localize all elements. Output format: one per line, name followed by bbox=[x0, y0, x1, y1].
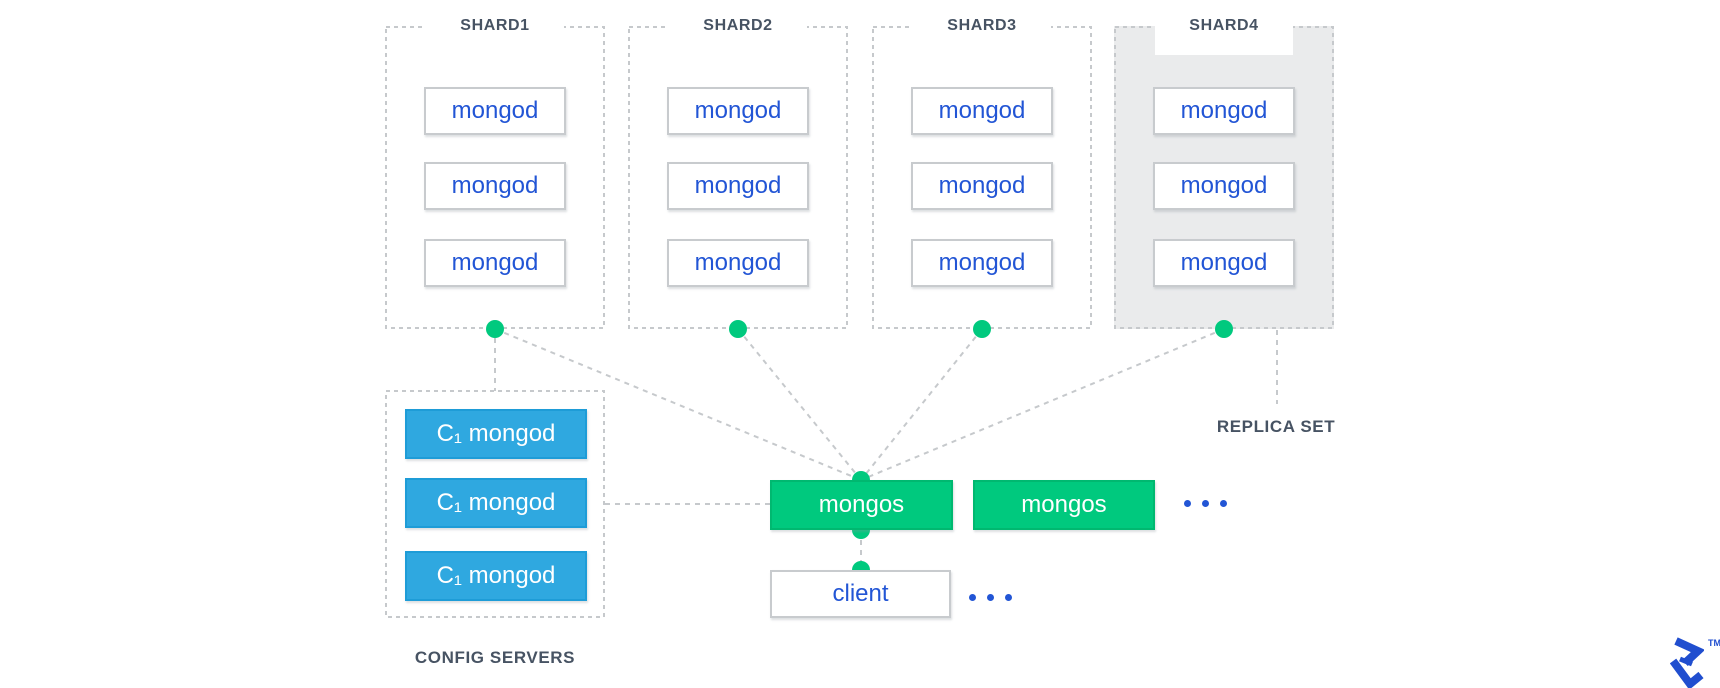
config-servers-group: C₁ mongod C₁ mongod C₁ mongod bbox=[385, 390, 605, 618]
mongos-router-node: mongos bbox=[770, 480, 953, 530]
shard3-label: SHARD3 bbox=[913, 13, 1051, 39]
mongod-node: mongod bbox=[1153, 162, 1295, 210]
shard4-label: SHARD4 bbox=[1155, 13, 1293, 55]
mongod-node: mongod bbox=[424, 162, 566, 210]
config-mongod-node: C₁ mongod bbox=[405, 478, 587, 528]
ellipsis-dot bbox=[1005, 594, 1012, 601]
ellipsis-dot bbox=[1220, 500, 1227, 507]
replica-set-caption: REPLICA SET bbox=[1216, 417, 1336, 436]
ellipsis-dot bbox=[987, 594, 994, 601]
mongod-node: mongod bbox=[1153, 239, 1295, 287]
brand-mark: TM bbox=[1670, 636, 1720, 688]
mongod-node: mongod bbox=[667, 162, 809, 210]
config-servers-caption: CONFIG SERVERS bbox=[414, 648, 576, 667]
config-mongod-node: C₁ mongod bbox=[405, 551, 587, 601]
ellipsis-dot bbox=[969, 594, 976, 601]
client-node: client bbox=[770, 570, 951, 618]
shard4-to-mongos-line bbox=[860, 328, 1225, 481]
shard2-label: SHARD2 bbox=[669, 13, 807, 39]
mongod-node: mongod bbox=[911, 239, 1053, 287]
ellipsis-dot bbox=[1202, 500, 1209, 507]
mongod-node: mongod bbox=[911, 162, 1053, 210]
shard3-to-mongos-line bbox=[860, 328, 983, 481]
config-mongod-node: C₁ mongod bbox=[405, 409, 587, 459]
shard1-label: SHARD1 bbox=[426, 13, 564, 39]
shard-group-2: SHARD2 mongod mongod mongod bbox=[628, 13, 848, 329]
shard-group-3: SHARD3 mongod mongod mongod bbox=[872, 13, 1092, 329]
mongod-node: mongod bbox=[1153, 87, 1295, 135]
mongos-router-node: mongos bbox=[973, 480, 1155, 530]
shard-group-1: SHARD1 mongod mongod mongod bbox=[385, 13, 605, 329]
config-servers-dashed-border bbox=[385, 390, 605, 618]
toptal-logo-icon bbox=[1670, 637, 1704, 688]
mongod-node: mongod bbox=[424, 239, 566, 287]
shard2-to-mongos-line bbox=[737, 328, 862, 481]
mongod-node: mongod bbox=[424, 87, 566, 135]
more-routers-ellipsis-icon bbox=[1184, 500, 1227, 507]
ellipsis-dot bbox=[1184, 500, 1191, 507]
mongod-node: mongod bbox=[667, 87, 809, 135]
more-clients-ellipsis-icon bbox=[969, 594, 1012, 601]
trademark-symbol: TM bbox=[1708, 638, 1720, 648]
mongod-node: mongod bbox=[667, 239, 809, 287]
mongod-node: mongod bbox=[911, 87, 1053, 135]
shard-group-4: SHARD4 mongod mongod mongod bbox=[1114, 13, 1334, 329]
